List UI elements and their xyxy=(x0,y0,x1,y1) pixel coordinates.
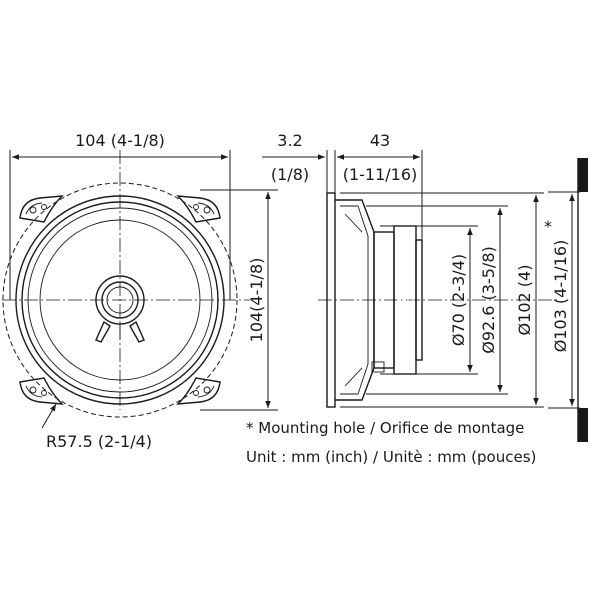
tweeter-bridge xyxy=(95,320,145,343)
tweeter-ring xyxy=(101,281,139,319)
side-basket-ribs xyxy=(344,213,363,387)
speaker-frame-ring xyxy=(21,201,219,399)
side-view: 3.2 (1/8) 43 (1-11/16) Ø70 (2-3/4) Ø92.6… xyxy=(262,131,588,442)
dia103-label: Ø103 (4-1/16) xyxy=(551,240,570,353)
mounting-ear-bottom-right xyxy=(176,377,221,405)
speaker-surround-outer xyxy=(27,207,213,393)
mounting-ear-top-left xyxy=(19,195,64,223)
terminal xyxy=(371,361,385,373)
side-flange xyxy=(326,192,336,408)
mounting-hole-note: * Mounting hole / Orifice de montage xyxy=(246,419,524,437)
speaker-surround-inner xyxy=(39,219,201,381)
dia70-label: Ø70 (2-3/4) xyxy=(449,254,468,346)
magnet-back-plate xyxy=(415,239,423,361)
radius-leader xyxy=(41,403,57,429)
tweeter-dome xyxy=(106,286,134,314)
mounting-ear-bottom-left xyxy=(19,377,64,405)
radius-label: R57.5 (2-1/4) xyxy=(46,432,152,451)
depth-label: 43 xyxy=(370,131,390,150)
side-basket-inner xyxy=(340,205,369,395)
dia92-label: Ø92.6 (3-5/8) xyxy=(479,246,498,354)
width-label: 104 (4-1/8) xyxy=(75,131,165,150)
depth-label-inch: (1-11/16) xyxy=(343,165,418,184)
mounting-panel xyxy=(577,158,588,442)
front-view: 104 (4-1/8) 104(4-1/8) R57.5 (2-1/4) xyxy=(2,131,278,451)
speaker-frame-outer xyxy=(15,195,225,405)
flange-label-inch: (1/8) xyxy=(271,165,309,184)
height-label: 104(4-1/8) xyxy=(247,258,266,343)
mounting-ear-top-right xyxy=(176,195,221,223)
mounting-hole-circle xyxy=(2,182,238,418)
dia103-asterisk: * xyxy=(544,217,552,236)
flange-label: 3.2 xyxy=(277,131,302,150)
dia102-label: Ø102 (4) xyxy=(515,265,534,336)
magnet-body-hatch xyxy=(397,226,414,374)
unit-note: Unit : mm (inch) / Unitè : mm (pouces) xyxy=(246,448,536,466)
